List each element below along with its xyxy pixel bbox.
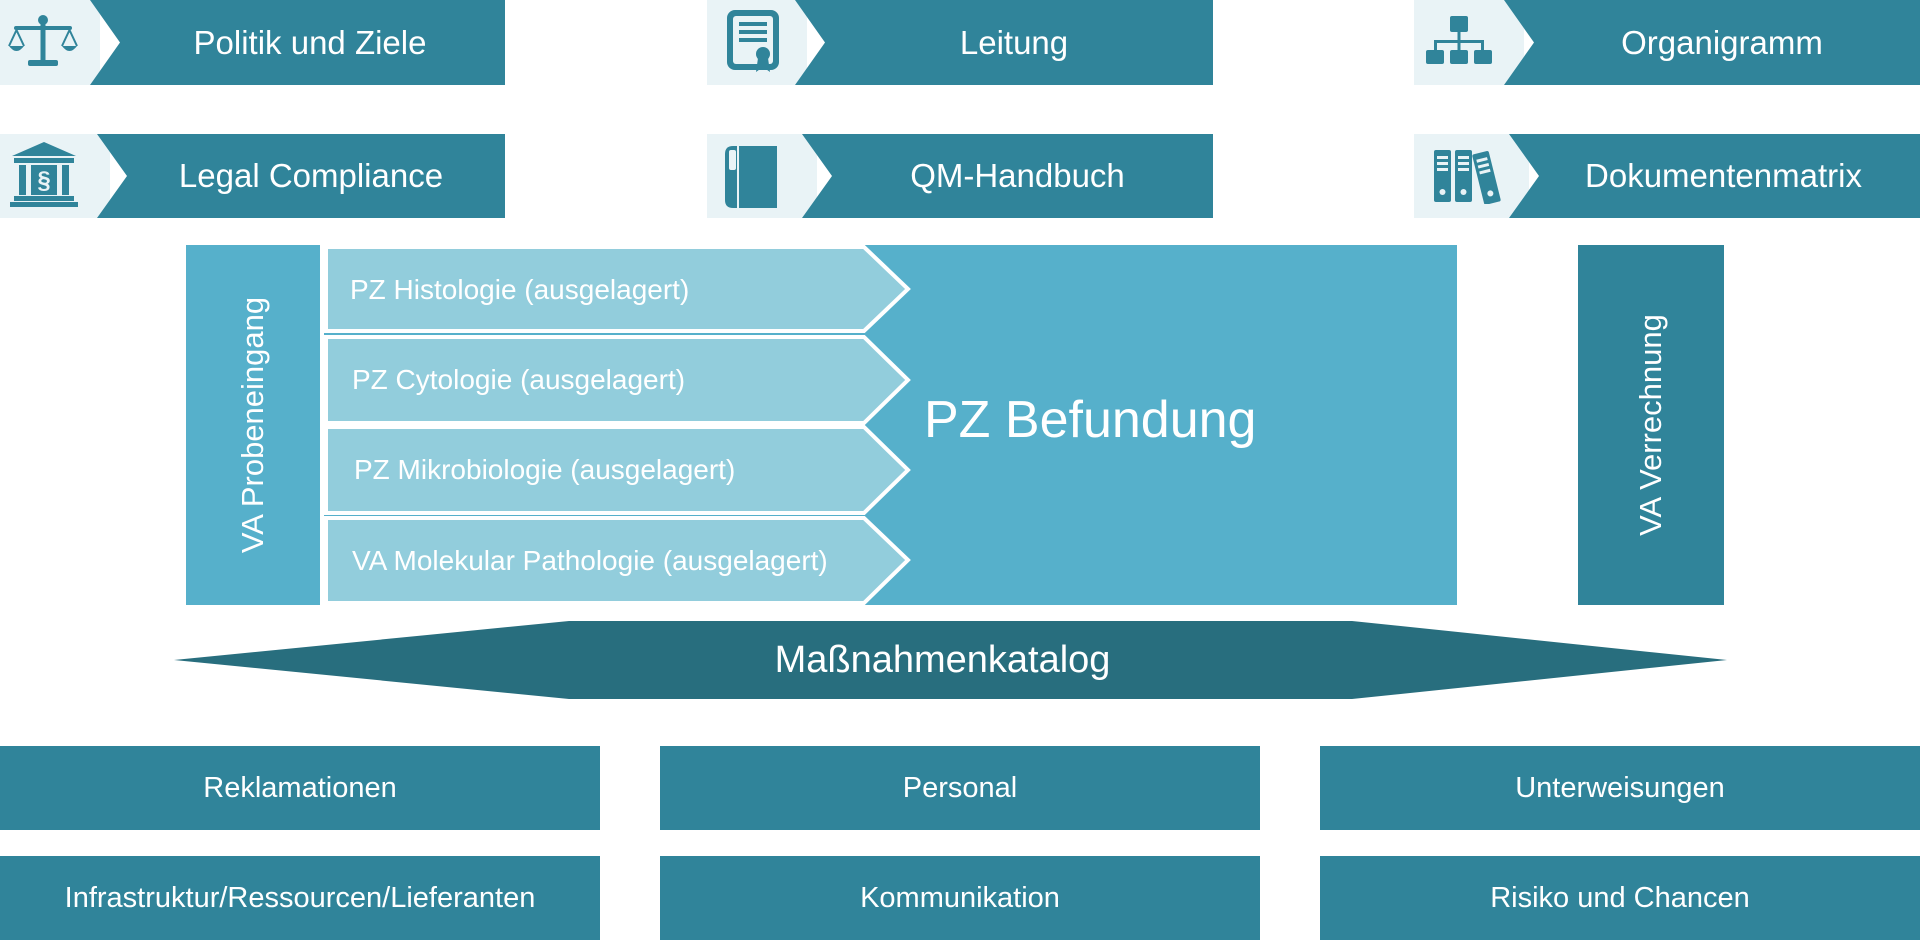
step-molekular-pathologie[interactable]: VA Molekular Pathologie (ausgelagert): [352, 544, 828, 576]
va-verrechnung-box[interactable]: VA Verrechnung: [1578, 245, 1724, 605]
tile-label: Politik und Ziele: [193, 23, 427, 61]
binders-icon: [1434, 148, 1508, 204]
tile-label: QM-Handbuch: [910, 157, 1125, 194]
va-probeneingang-box[interactable]: VA Probeneingang: [186, 245, 320, 605]
chevron-step-1: [324, 245, 911, 333]
tile-leitung[interactable]: Leitung: [707, 0, 1213, 85]
chevron-step-3: [324, 425, 911, 515]
org-chart-icon: [1426, 16, 1492, 68]
massnahmenkatalog-label: Maßnahmenkatalog: [774, 638, 1111, 681]
va-verrechnung-label: VA Verrechnung: [1633, 314, 1668, 536]
button-label: Reklamationen: [203, 771, 397, 804]
tile-band: Dokumentenmatrix: [1509, 134, 1920, 218]
process-block: VA Probeneingang PZ Befundung PZ Histolo…: [186, 245, 1724, 605]
tile-band: Legal Compliance: [97, 134, 505, 218]
pz-befundung-label: PZ Befundung: [924, 391, 1257, 449]
va-probeneingang-label: VA Probeneingang: [235, 296, 270, 554]
unterweisungen-button[interactable]: Unterweisungen: [1320, 746, 1920, 830]
tile-band: Politik und Ziele: [90, 0, 505, 85]
tile-band: QM-Handbuch: [802, 134, 1213, 218]
book-icon: [725, 146, 779, 208]
scales-icon: [6, 12, 80, 72]
tile-organigramm[interactable]: Organigramm: [1414, 0, 1920, 85]
tile-dokumentenmatrix[interactable]: Dokumentenmatrix: [1414, 134, 1920, 218]
button-label: Personal: [902, 771, 1018, 804]
court-building-icon: §: [10, 142, 78, 208]
tile-band: Leitung: [795, 0, 1213, 85]
button-label: Unterweisungen: [1515, 771, 1725, 804]
process-chevrons: [324, 245, 911, 605]
button-label: Risiko und Chancen: [1490, 881, 1750, 914]
tile-legal-compliance[interactable]: § Legal Compliance: [0, 134, 505, 218]
kommunikation-button[interactable]: Kommunikation: [660, 856, 1260, 940]
tile-label: Organigramm: [1621, 23, 1823, 61]
massnahmenkatalog-banner[interactable]: Maßnahmenkatalog: [174, 621, 1727, 699]
tile-label: Leitung: [959, 23, 1069, 61]
step-mikrobiologie[interactable]: PZ Mikrobiologie (ausgelagert): [354, 453, 736, 485]
step-histologie[interactable]: PZ Histologie (ausgelagert): [350, 273, 690, 305]
risiko-und-chancen-button[interactable]: Risiko und Chancen: [1320, 856, 1920, 940]
certificate-icon: [725, 8, 781, 74]
tile-label: Legal Compliance: [178, 157, 444, 194]
tile-qm-handbuch[interactable]: QM-Handbuch: [707, 134, 1213, 218]
chevron-step-2: [324, 335, 911, 425]
infrastruktur-button[interactable]: Infrastruktur/Ressourcen/Lieferanten: [0, 856, 600, 940]
button-label: Infrastruktur/Ressourcen/Lieferanten: [64, 881, 536, 914]
svg-text:§: §: [37, 167, 50, 194]
tile-band: Organigramm: [1504, 0, 1920, 85]
button-label: Kommunikation: [860, 881, 1060, 914]
chevron-step-4: [324, 516, 911, 605]
icon-background: [0, 0, 100, 85]
personal-button[interactable]: Personal: [660, 746, 1260, 830]
tile-label: Dokumentenmatrix: [1585, 157, 1862, 194]
tile-politik-und-ziele[interactable]: Politik und Ziele: [0, 0, 505, 85]
reklamationen-button[interactable]: Reklamationen: [0, 746, 600, 830]
step-cytologie[interactable]: PZ Cytologie (ausgelagert): [352, 363, 686, 395]
